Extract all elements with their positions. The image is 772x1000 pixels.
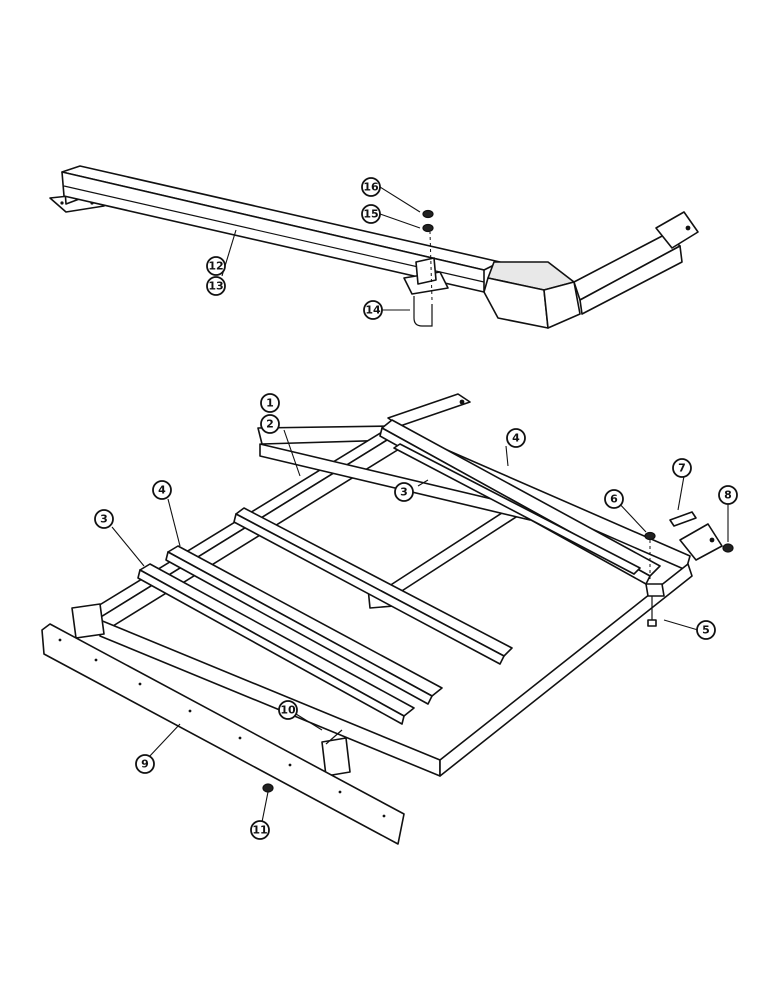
right-clevis [655,211,699,249]
angle-bar-left-face [165,551,433,705]
callout-7: 7 [672,458,692,478]
bar-left-face [137,569,405,725]
callout-8: 8 [718,485,738,505]
callout-15: 15 [361,204,381,224]
right-arm-front [579,245,683,315]
svg-text:12: 12 [208,260,223,273]
nut-8 [722,543,734,553]
nut-11 [262,783,274,793]
svg-text:11: 11 [252,824,267,837]
callout-4-right: 4 [506,428,526,448]
bar-right [393,443,641,575]
svg-text:6: 6 [610,493,618,506]
callout-12: 12 [206,256,226,276]
svg-text:9: 9 [141,758,149,771]
svg-text:3: 3 [100,513,108,526]
right-side-rail [439,563,693,777]
frame-assembly [41,393,734,845]
leader-lines [111,186,729,823]
gearbox-side [543,281,581,329]
callout-3-right: 3 [394,482,414,502]
right-clevis-frame [679,523,723,561]
svg-text:1: 1 [266,397,274,410]
bolt-7 [669,511,697,527]
callout-14: 14 [363,300,383,320]
nut-15 [422,223,434,233]
svg-text:7: 7 [678,462,686,475]
callout-5: 5 [696,620,716,640]
left-front-plate [71,603,105,639]
plate-9-holes [58,638,386,818]
callout-2: 2 [260,414,280,434]
svg-text:10: 10 [280,704,296,717]
svg-text:15: 15 [363,208,378,221]
svg-text:16: 16 [363,181,379,194]
callout-1: 1 [260,393,280,413]
gearbox-front [483,277,549,329]
svg-text:4: 4 [158,484,166,497]
svg-text:2: 2 [266,418,274,431]
callout-10: 10 [278,700,298,720]
bolt-10 [325,729,343,745]
svg-text:4: 4 [512,432,520,445]
bracket-5 [645,583,665,597]
u-bolt [413,296,433,327]
rear-clevis-left [387,393,471,427]
nut-16 [422,209,434,219]
callouts: 1 2 3 3 4 4 5 6 7 8 9 10 11 12 13 14 15 … [94,177,738,840]
callout-11: 11 [250,820,270,840]
callout-16: 16 [361,177,381,197]
svg-text:14: 14 [365,304,381,317]
front-right-plate [321,737,351,777]
svg-text:8: 8 [724,489,732,502]
callout-6: 6 [604,489,624,509]
callout-4-left: 4 [152,480,172,500]
angle-bar-middle-face [233,513,505,665]
plate-9 [41,623,405,845]
main-tube-top [61,165,501,271]
callout-9: 9 [135,754,155,774]
svg-text:5: 5 [702,624,710,637]
nut-6 [644,531,656,541]
svg-text:3: 3 [400,486,408,499]
callout-3-left: 3 [94,509,114,529]
callout-13: 13 [206,276,226,296]
main-tube-assembly [49,165,699,329]
svg-text:13: 13 [208,280,223,293]
center-block [415,257,437,285]
